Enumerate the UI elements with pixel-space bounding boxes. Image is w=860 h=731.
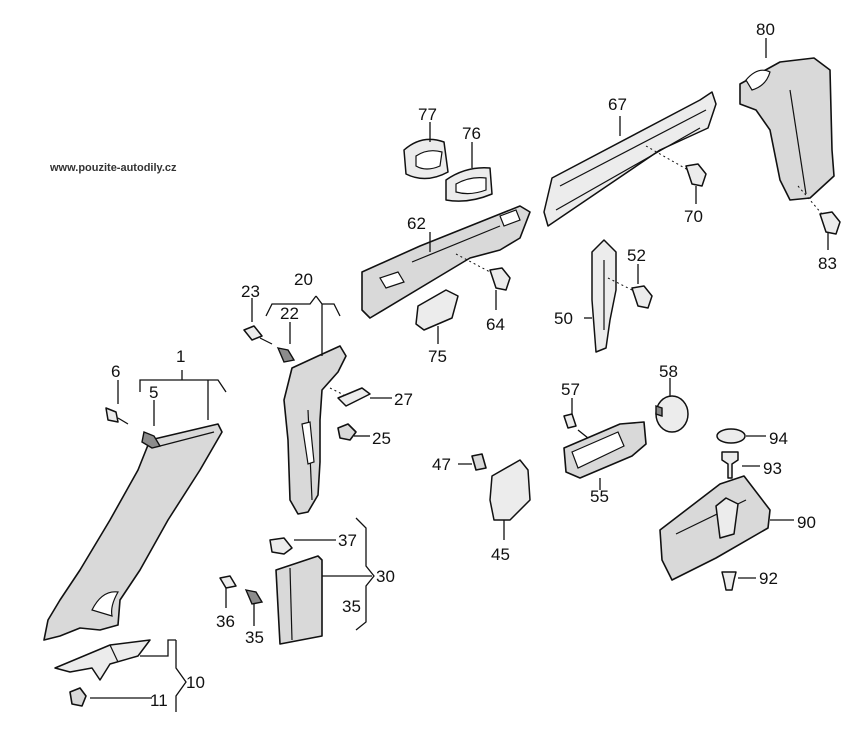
clip-23 [243,325,273,345]
part-10-sill-trim [54,639,151,681]
label-1: 1 [176,347,185,366]
label-10: 10 [186,673,205,692]
part-labels: 1 5 6 10 11 20 22 23 25 27 30 35 35 36 3… [111,20,837,710]
label-83: 83 [818,254,837,273]
label-55: 55 [590,487,609,506]
label-94: 94 [769,429,788,448]
label-57: 57 [561,380,580,399]
label-77: 77 [418,105,437,124]
part-67-long-trim [543,91,717,227]
part-45-cover [489,459,531,521]
part-90-console [659,475,771,581]
clip-6 [105,407,129,425]
part-83-clip [797,185,841,235]
label-6: 6 [111,362,120,381]
label-27: 27 [394,390,413,409]
clip-5 [141,431,162,449]
label-90: 90 [797,513,816,532]
part-27-bracket [329,387,371,407]
label-47: 47 [432,455,451,474]
part-58-cap [655,395,689,433]
part-93-screw [721,451,739,479]
label-75: 75 [428,347,447,366]
part-55-vent-grille [563,421,647,479]
label-23: 23 [241,282,260,301]
part-62-trim-panel [361,205,531,319]
part-77-cover [403,138,449,180]
part-94-washer [716,428,746,444]
clip-36 [219,575,237,589]
part-11-clip [69,687,87,707]
part-47-clip [471,453,487,471]
label-76: 76 [462,124,481,143]
label-67: 67 [608,95,627,114]
label-62: 62 [407,214,426,233]
watermark-text: www.pouzite-autodily.cz [49,162,177,174]
label-20: 20 [294,270,313,289]
label-58: 58 [659,362,678,381]
part-92-clip [721,571,737,591]
label-50: 50 [554,309,573,328]
label-37: 37 [338,531,357,550]
label-45: 45 [491,545,510,564]
part-57-clip [563,413,577,429]
label-36: 36 [216,612,235,631]
label-70: 70 [684,207,703,226]
label-11: 11 [150,691,168,710]
part-52-clip [607,277,653,309]
part-35-lower-trim [275,555,323,645]
part-25-clip [337,423,357,441]
part-70-clip [645,145,707,187]
label-35-clip: 35 [245,628,264,647]
part-20-b-pillar-trim [283,345,347,515]
clip-22 [276,347,296,363]
label-92: 92 [759,569,778,588]
label-35-group: 35 [342,597,361,616]
label-52: 52 [627,246,646,265]
part-50-pillar-trim [591,239,617,353]
label-64: 64 [486,315,505,334]
part-80-rear-panel [739,57,835,201]
label-30: 30 [376,567,395,586]
part-76-cover [445,167,493,202]
part-75-cover [415,289,459,331]
part-1-bracket [139,370,227,420]
clip-35 [244,589,264,605]
part-1-a-pillar-trim [43,423,223,641]
label-5: 5 [149,383,158,402]
label-25: 25 [372,429,391,448]
label-22: 22 [280,304,299,323]
label-93: 93 [763,459,782,478]
part-64-clip [455,253,511,291]
label-80: 80 [756,20,775,39]
part-37-clip [269,537,293,555]
